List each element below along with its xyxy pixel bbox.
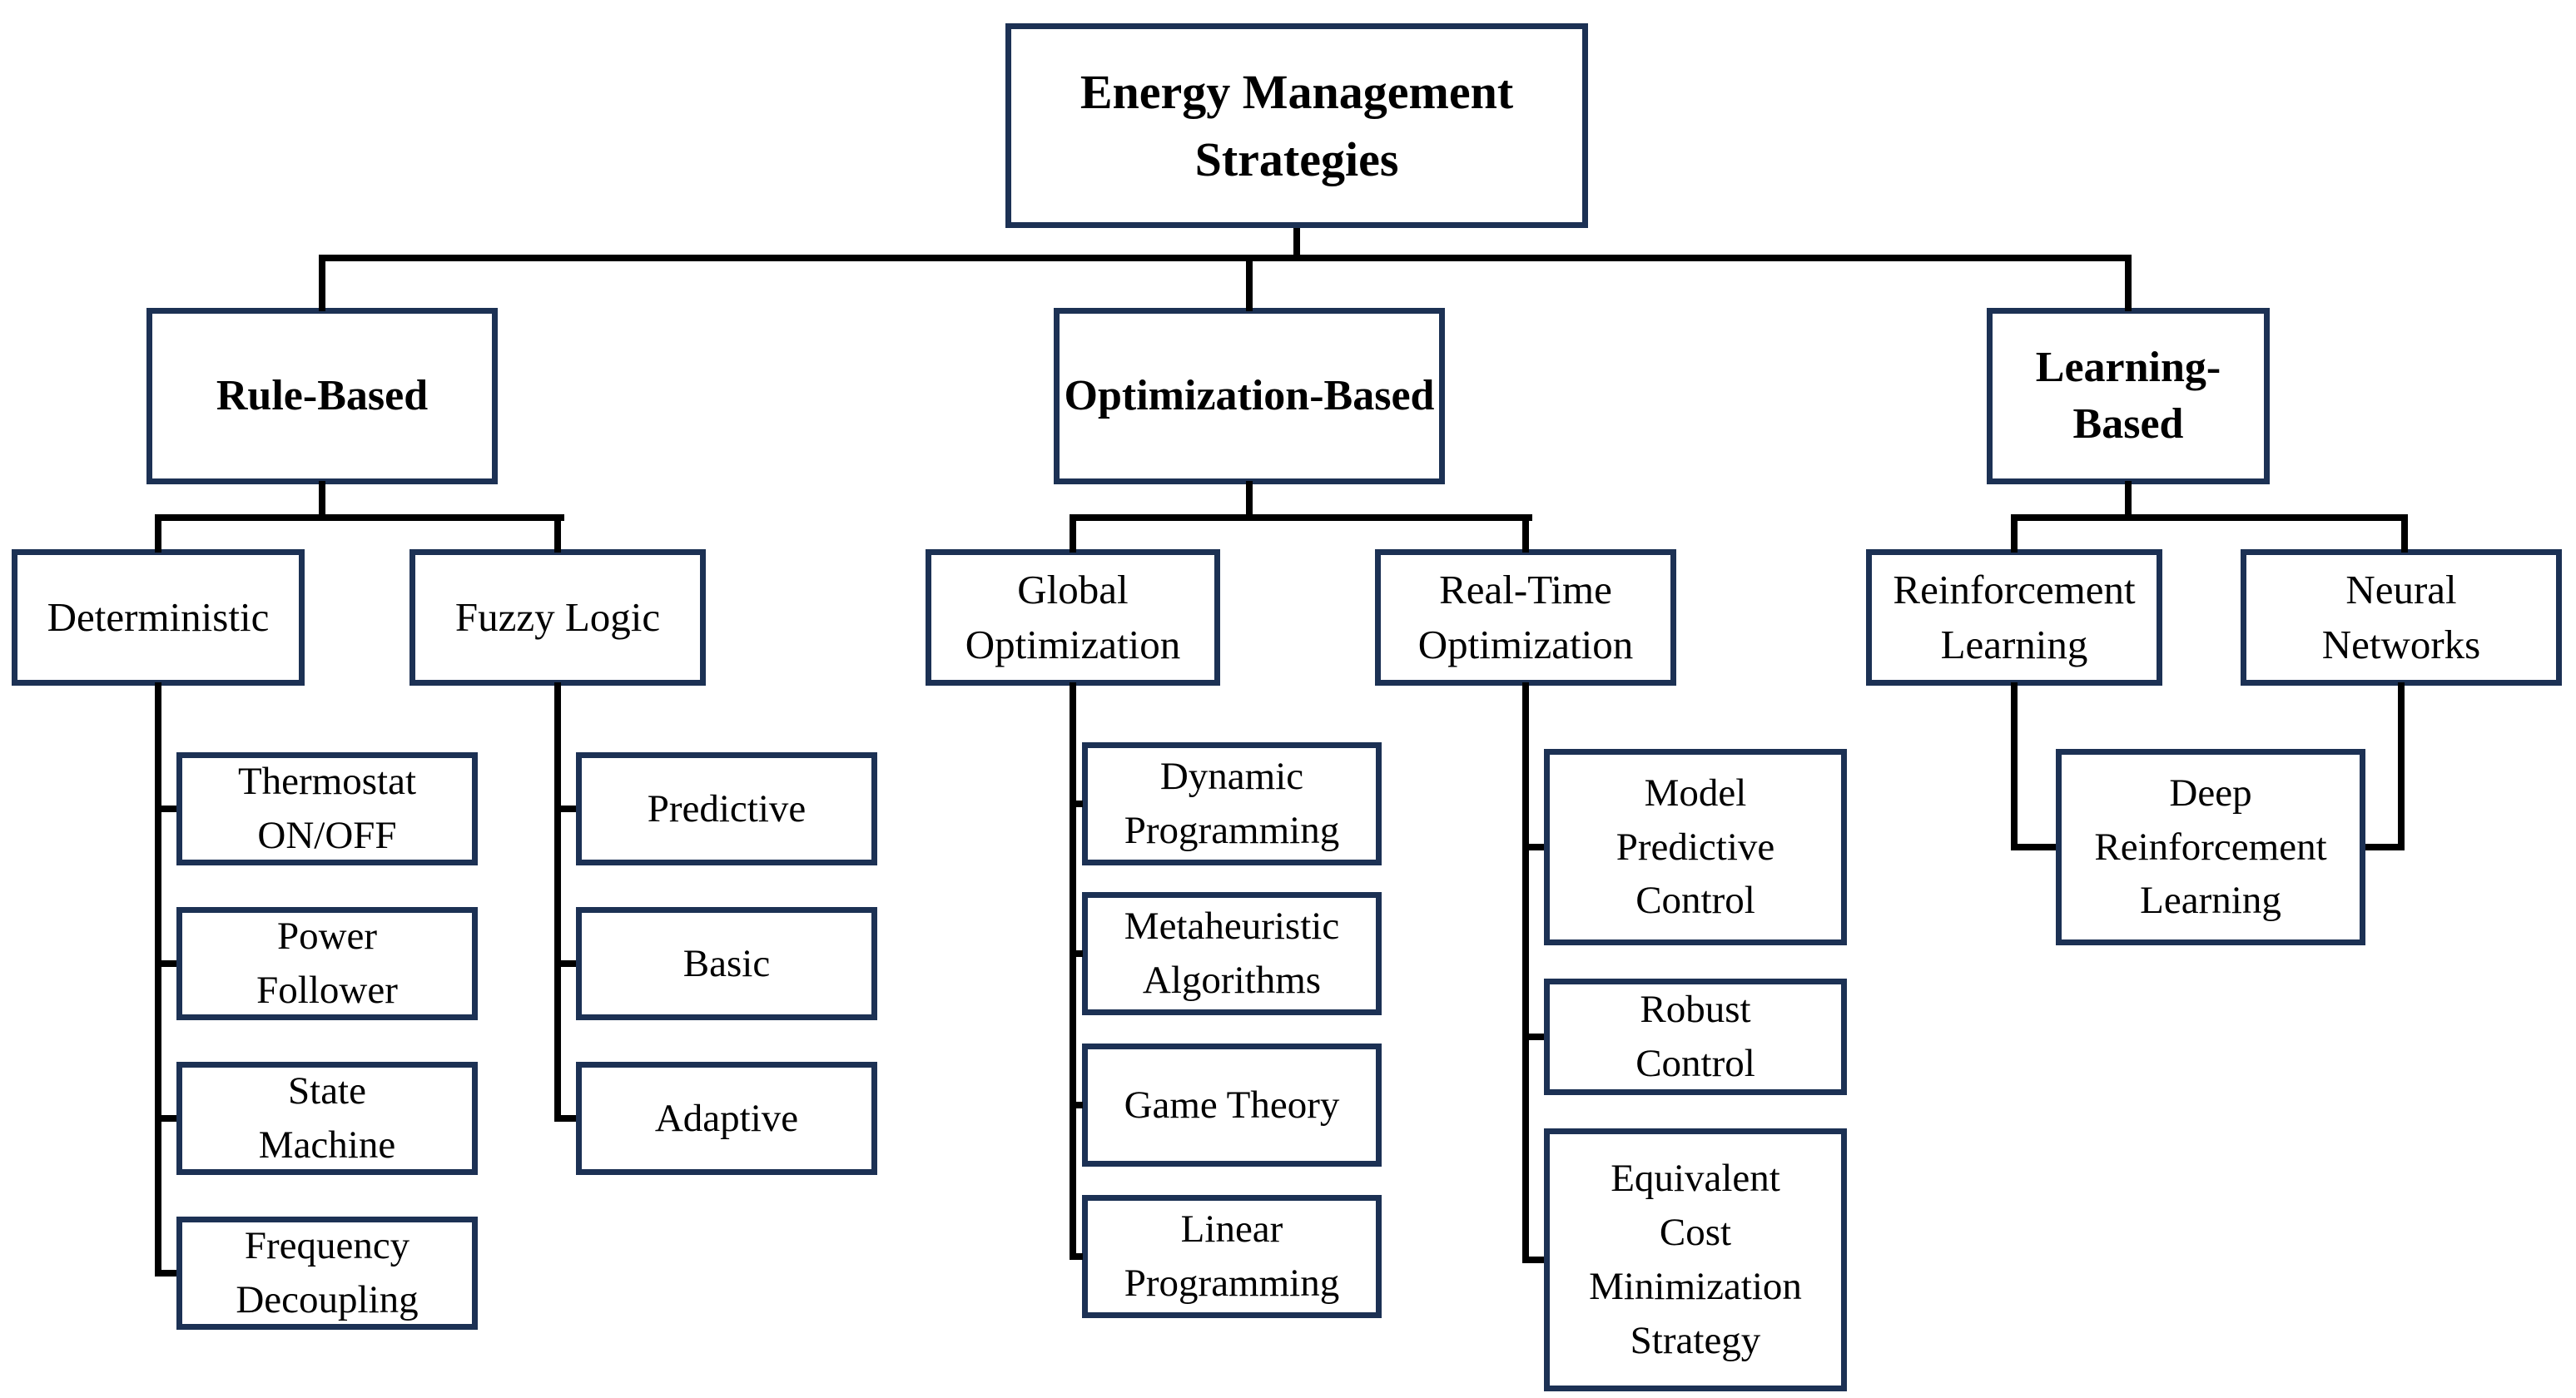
connector-fuzzy-logic-trunk bbox=[554, 682, 561, 1122]
connector-elbow-rl-to-deep-rl bbox=[2011, 844, 2056, 850]
connector-stub-game-theory bbox=[1070, 1102, 1083, 1108]
node-learning-based: Learning-Based bbox=[1987, 308, 2270, 484]
connector-stub-state-machine bbox=[155, 1115, 176, 1122]
connector-rule-based-bus bbox=[155, 514, 564, 521]
connector-stub-robust-control bbox=[1522, 1034, 1544, 1040]
node-global-optimization: Global Optimization bbox=[926, 549, 1220, 686]
connector-learning-based-drop bbox=[2125, 481, 2132, 521]
connector-deterministic-trunk bbox=[155, 682, 161, 1277]
node-energy-management-strategies: Energy Management Strategies bbox=[1005, 23, 1588, 228]
connector-root-drop bbox=[1293, 228, 1300, 261]
connector-stub-frequency-decoupling bbox=[155, 1270, 176, 1277]
connector-stub-linear-programming bbox=[1070, 1253, 1083, 1260]
connector-optimization-based-drop bbox=[1246, 481, 1253, 521]
connector-leg-deterministic bbox=[155, 514, 161, 553]
connector-reinforcement-learning-drop bbox=[2011, 682, 2018, 850]
node-predictive: Predictive bbox=[576, 752, 877, 865]
node-game-theory: Game Theory bbox=[1082, 1044, 1382, 1167]
node-adaptive: Adaptive bbox=[576, 1062, 877, 1175]
node-basic: Basic bbox=[576, 907, 877, 1020]
node-optimization-based: Optimization-Based bbox=[1054, 308, 1445, 484]
connector-leg-learning-based bbox=[2125, 255, 2132, 311]
node-linear-programming: Linear Programming bbox=[1082, 1195, 1382, 1318]
node-real-time-optimization: Real-Time Optimization bbox=[1375, 549, 1676, 686]
connector-leg-neural-networks bbox=[2401, 514, 2408, 553]
node-fuzzy-logic: Fuzzy Logic bbox=[409, 549, 706, 686]
node-metaheuristic-algorithms: Metaheuristic Algorithms bbox=[1082, 892, 1382, 1015]
connector-level1-bus bbox=[319, 255, 2132, 261]
node-rule-based: Rule-Based bbox=[146, 308, 498, 484]
connector-real-time-optimization-trunk bbox=[1522, 682, 1529, 1263]
connector-rule-based-drop bbox=[319, 481, 325, 521]
node-neural-networks: Neural Networks bbox=[2241, 549, 2562, 686]
node-deep-reinforcement-learning: Deep Reinforcement Learning bbox=[2056, 749, 2365, 945]
node-dynamic-programming: Dynamic Programming bbox=[1082, 742, 1382, 865]
connector-leg-optimization-based bbox=[1246, 255, 1253, 311]
connector-leg-global-optimization bbox=[1070, 514, 1076, 553]
connector-stub-adaptive bbox=[554, 1115, 576, 1122]
connector-stub-model-predictive-control bbox=[1522, 844, 1544, 850]
connector-global-optimization-trunk bbox=[1070, 682, 1076, 1260]
connector-leg-fuzzy-logic bbox=[554, 514, 561, 553]
connector-stub-basic bbox=[554, 960, 576, 967]
connector-stub-predictive bbox=[554, 806, 576, 812]
node-equivalent-cost-minimization-strategy: Equivalent Cost Minimization Strategy bbox=[1544, 1128, 1847, 1391]
connector-stub-dynamic-programming bbox=[1070, 801, 1083, 807]
connector-neural-networks-drop bbox=[2398, 682, 2405, 850]
connector-learning-based-bus bbox=[2011, 514, 2408, 521]
node-thermostat-on-off: Thermostat ON/OFF bbox=[176, 752, 478, 865]
connector-elbow-nn-to-deep-rl bbox=[2365, 844, 2405, 850]
node-power-follower: Power Follower bbox=[176, 907, 478, 1020]
connector-leg-rule-based bbox=[319, 255, 325, 311]
node-reinforcement-learning: Reinforcement Learning bbox=[1866, 549, 2162, 686]
connector-leg-reinforcement-learning bbox=[2011, 514, 2018, 553]
node-deterministic: Deterministic bbox=[12, 549, 305, 686]
node-state-machine: State Machine bbox=[176, 1062, 478, 1175]
connector-stub-power-follower bbox=[155, 960, 176, 967]
node-frequency-decoupling: Frequency Decoupling bbox=[176, 1217, 478, 1330]
node-robust-control: Robust Control bbox=[1544, 979, 1847, 1095]
connector-stub-thermostat-on-off bbox=[155, 806, 176, 812]
connector-stub-metaheuristic-algorithms bbox=[1070, 950, 1083, 957]
node-model-predictive-control: Model Predictive Control bbox=[1544, 749, 1847, 945]
connector-stub-equivalent-cost-minimization-strategy bbox=[1522, 1257, 1544, 1263]
connector-optimization-based-bus bbox=[1070, 514, 1532, 521]
connector-leg-real-time-optimization bbox=[1522, 514, 1529, 553]
